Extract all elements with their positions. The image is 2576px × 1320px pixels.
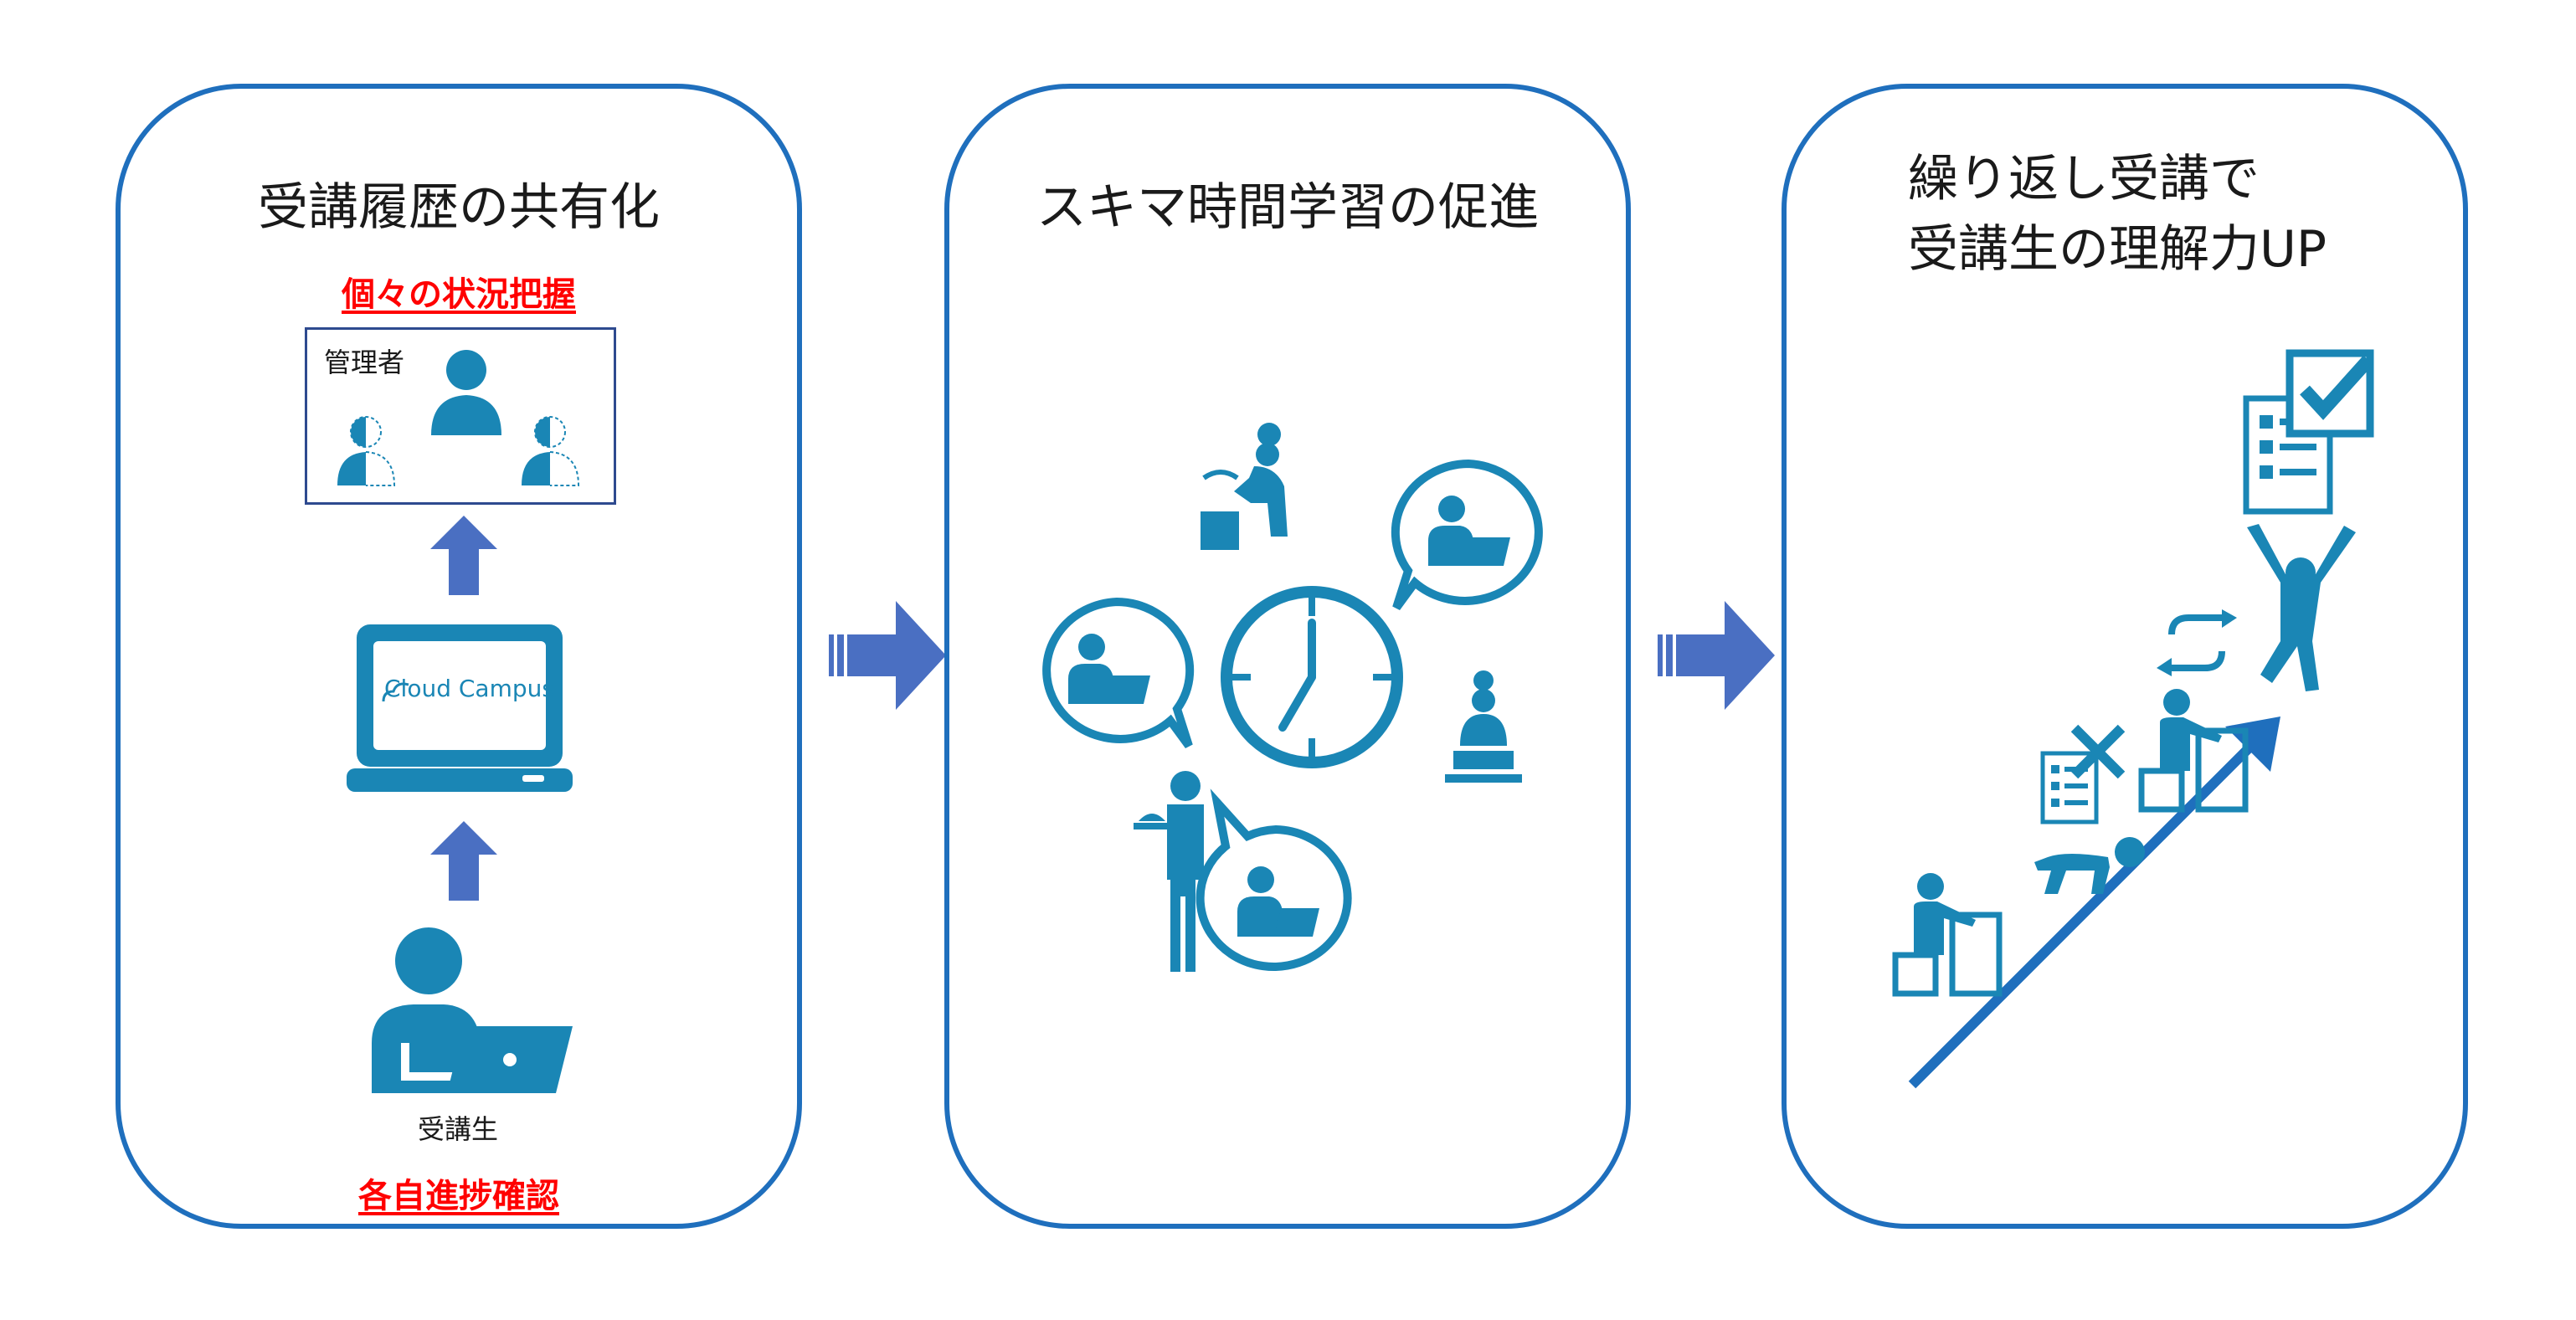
up-arrow-icon (430, 516, 497, 595)
admin-box: 管理者 (305, 327, 616, 505)
panel-title: 受講履歴の共有化 (258, 178, 660, 237)
learner-person-icon (522, 416, 580, 486)
crawling-person-icon (2034, 837, 2145, 894)
panel-spare-time-learning: スキマ時間学習の促進 (944, 84, 1631, 1229)
up-arrow-icon (430, 821, 497, 901)
student-label: 受講生 (418, 1113, 499, 1145)
laptop-icon (347, 624, 573, 792)
cook-icon (1201, 423, 1288, 550)
individual-status-label: 個々の状況把握 (342, 275, 576, 314)
panel-repeat-learning: 繰り返し受講で 受講生の理解力UP (1782, 84, 2468, 1229)
checklist-icon (2243, 349, 2374, 515)
chat-bubble-learner-icon (1195, 788, 1352, 971)
admin-person-icon (431, 350, 501, 435)
jumping-person-icon (2247, 524, 2356, 691)
panel-title: スキマ時間学習の促進 (1036, 178, 1539, 237)
panel-title: 繰り返し受講で 受講生の理解力UP (1908, 150, 2327, 279)
waiter-icon (1134, 771, 1204, 972)
studying-person-icon (2138, 689, 2249, 813)
laptop-brand-label: Cloud Campus (384, 675, 554, 702)
chat-bubble-learner-icon (1391, 459, 1543, 610)
progress-check-label: 各自進捗確認 (358, 1177, 559, 1215)
failed-checklist-icon (2040, 724, 2126, 824)
studying-person-icon (1892, 873, 2003, 997)
chef-icon (1445, 670, 1522, 783)
chat-bubble-learner-icon (1042, 597, 1195, 748)
student-laptop-icon (372, 927, 573, 1093)
panel-shared-history: 受講履歴の共有化 個々の状況把握 管理者 Cloud Campus (116, 84, 802, 1229)
admin-label: 管理者 (324, 347, 405, 378)
clock-icon (1221, 586, 1403, 768)
learner-person-icon (337, 416, 396, 486)
repeat-icon (2157, 609, 2237, 676)
right-flow-arrow (829, 601, 946, 710)
right-flow-arrow (1658, 601, 1775, 710)
